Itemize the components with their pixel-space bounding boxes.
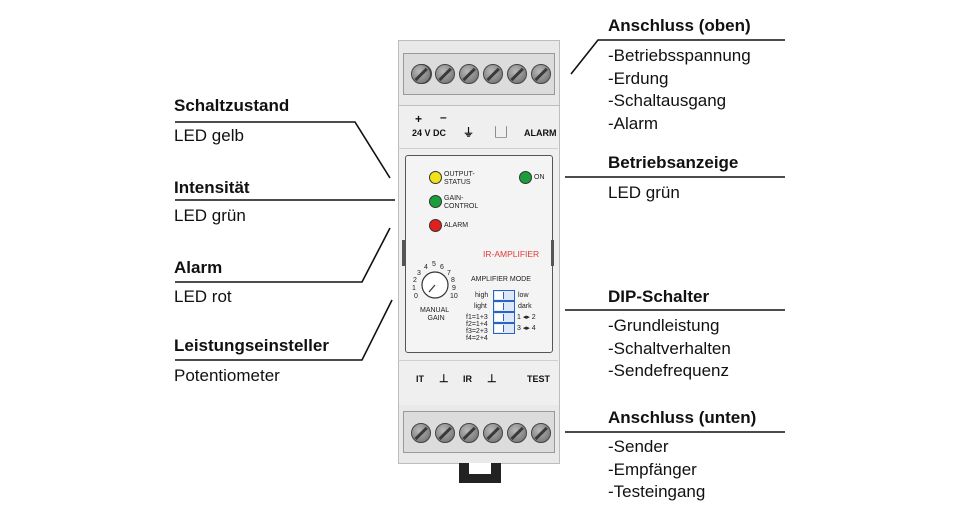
alarm-terminal-label: ALARM [524, 128, 557, 138]
top-screw [531, 64, 551, 84]
alarm-text: LED rot [174, 287, 232, 306]
schaltzustand-text: LED gelb [174, 126, 244, 145]
on-label: ON [534, 174, 545, 181]
dip-switch-2[interactable] [493, 301, 515, 312]
betriebsanzeige-title: Betriebsanzeige [608, 153, 739, 172]
on-led [519, 171, 532, 184]
bottom-screw [531, 423, 551, 443]
top-screw [411, 64, 431, 84]
anschluss-oben-title: Anschluss (oben) [608, 16, 751, 35]
alarm-led-label: ALARM [444, 222, 469, 229]
ground-symbol: ⏚ [463, 127, 474, 139]
dip-schalter-title: DIP-Schalter [608, 287, 710, 306]
dip-schalter-item: -Schaltverhalten [608, 338, 731, 358]
anschluss-unten-title: Anschluss (unten) [608, 408, 757, 427]
alarm-led [429, 219, 442, 232]
dial-number: 5 [432, 261, 436, 268]
bottom-screw [483, 423, 503, 443]
amplifier-mode-title: AMPLIFIER MODE [471, 276, 531, 283]
ground-label-2: ⊥ [487, 373, 497, 385]
intensitaet-title: Intensität [174, 178, 250, 197]
front-panel [405, 155, 553, 353]
alarm-title: Alarm [174, 258, 223, 277]
dip-switch-3[interactable] [493, 312, 515, 323]
dial-number: 3 [417, 270, 421, 277]
dip-schalter-item: -Sendefrequenz [608, 361, 729, 380]
betriebsanzeige-text: LED grün [608, 183, 680, 202]
anschluss-oben-item: -Erdung [608, 68, 669, 88]
dial-number: 10 [450, 293, 458, 300]
anschluss-oben-item: -Alarm [608, 113, 659, 133]
mode-right-label: 1 ◂▸ 2 [517, 314, 536, 321]
top-screw [507, 64, 527, 84]
minus-label: – [440, 110, 447, 124]
mode-left-label: f1=1+3 [466, 314, 488, 321]
mode-left-label: f2=1+4 [466, 321, 488, 328]
anschluss-oben-item: -Schaltausgang [608, 91, 727, 110]
anschluss-oben-item: -Betriebsspannung [608, 46, 751, 65]
mode-left-label: f3=2+3 [466, 328, 488, 335]
intensitaet-text: LED grün [174, 206, 246, 225]
dial-number: 0 [414, 293, 418, 300]
dial-number: 4 [424, 264, 428, 271]
plus-label: + [415, 112, 423, 126]
output-status-label: OUTPUT- STATUS [444, 171, 475, 186]
switch-symbol: ⎿⏌ [490, 127, 512, 139]
manual-gain-dial[interactable] [408, 260, 464, 304]
mode-right-label: low [518, 292, 529, 299]
brand-label: IR-AMPLIFIER [483, 249, 540, 259]
bottom-screw [411, 423, 431, 443]
gain-control-led [429, 195, 442, 208]
test-label: TEST [527, 374, 551, 384]
leistungseinsteller-text: Potentiometer [174, 366, 280, 385]
mode-left-label: f4=2+4 [466, 335, 488, 342]
bottom-screw [459, 423, 479, 443]
bottom-screw [507, 423, 527, 443]
mode-left-label: high [475, 292, 489, 299]
manual-gain-label: MANUAL GAIN [420, 307, 450, 322]
anschluss-unten-item: -Sender [608, 437, 669, 456]
ir-label: IR [463, 374, 472, 384]
leistungseinsteller-title: Leistungseinsteller [174, 336, 329, 355]
output-status-led [429, 171, 442, 184]
top-screw [459, 64, 479, 84]
dial-number: 8 [451, 277, 455, 284]
mode-right-label: dark [518, 303, 532, 310]
top-screw [435, 64, 455, 84]
ground-label-1: ⊥ [439, 373, 449, 385]
bottom-screw [435, 423, 455, 443]
mode-left-label: light [474, 303, 487, 310]
dial-number: 2 [413, 277, 417, 284]
dial-number: 9 [452, 285, 456, 292]
anschluss-unten-item: -Testeingang [608, 482, 706, 501]
gain-control-label: GAIN- CONTROL [444, 195, 479, 210]
dial-number: 1 [412, 285, 416, 292]
dip-switch-4[interactable] [493, 323, 515, 334]
dip-schalter-item: -Grundleistung [608, 316, 720, 335]
mode-right-label: 3 ◂▸ 4 [517, 325, 536, 332]
anschluss-unten-item: -Empfänger [608, 459, 697, 479]
dial-number: 7 [447, 270, 451, 277]
dial-number: 6 [440, 264, 444, 271]
voltage-label: 24 V DC [412, 128, 447, 138]
dip-switch-1[interactable] [493, 290, 515, 301]
schaltzustand-title: Schaltzustand [174, 96, 290, 115]
top-screw [483, 64, 503, 84]
it-label: IT [416, 374, 424, 384]
